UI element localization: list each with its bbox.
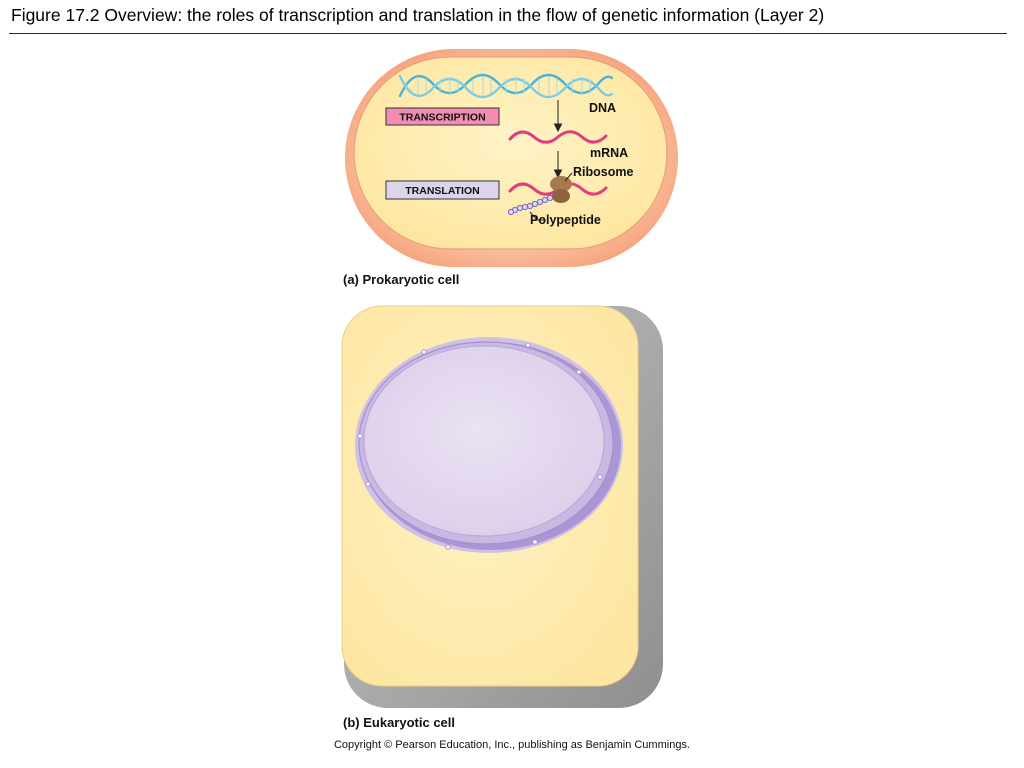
ribosome	[550, 176, 572, 203]
flow-arrows	[553, 100, 563, 179]
transcription-label: TRANSCRIPTION	[399, 112, 485, 124]
nucleus	[355, 337, 623, 553]
label-leader-lines	[529, 172, 573, 221]
caption-eukaryotic: (b) Eukaryotic cell	[343, 715, 455, 730]
polypeptide-chain	[507, 194, 554, 216]
ribosome-label: Ribosome	[573, 165, 633, 179]
dna-label: DNA	[589, 101, 616, 115]
nuclear-pores	[357, 342, 603, 550]
prokaryotic-cell-diagram: TRANSCRIPTION TRANSLATION DNA mRNA Ribos…	[345, 49, 678, 267]
caption-text-b: Eukaryotic cell	[363, 715, 456, 730]
eukaryotic-cell-diagram	[341, 305, 663, 708]
cytoplasm	[353, 56, 668, 250]
transcription-box: TRANSCRIPTION	[385, 107, 500, 126]
translation-label: TRANSLATION	[405, 185, 479, 197]
mrna-strand	[508, 130, 608, 144]
title-divider	[9, 33, 1007, 34]
caption-text-a: Prokaryotic cell	[362, 272, 460, 287]
mrna-label: mRNA	[590, 146, 628, 160]
caption-prokaryotic: (a) Prokaryotic cell	[343, 272, 459, 287]
polypeptide-label: Polypeptide	[530, 213, 601, 227]
dna-helix	[398, 73, 614, 99]
slide-title: Figure 17.2 Overview: the roles of trans…	[11, 5, 825, 25]
copyright-notice: Copyright © Pearson Education, Inc., pub…	[333, 739, 690, 751]
caption-letter-a: (a)	[343, 272, 359, 287]
translation-box: TRANSLATION	[385, 180, 500, 200]
caption-letter-b: (b)	[343, 715, 360, 730]
